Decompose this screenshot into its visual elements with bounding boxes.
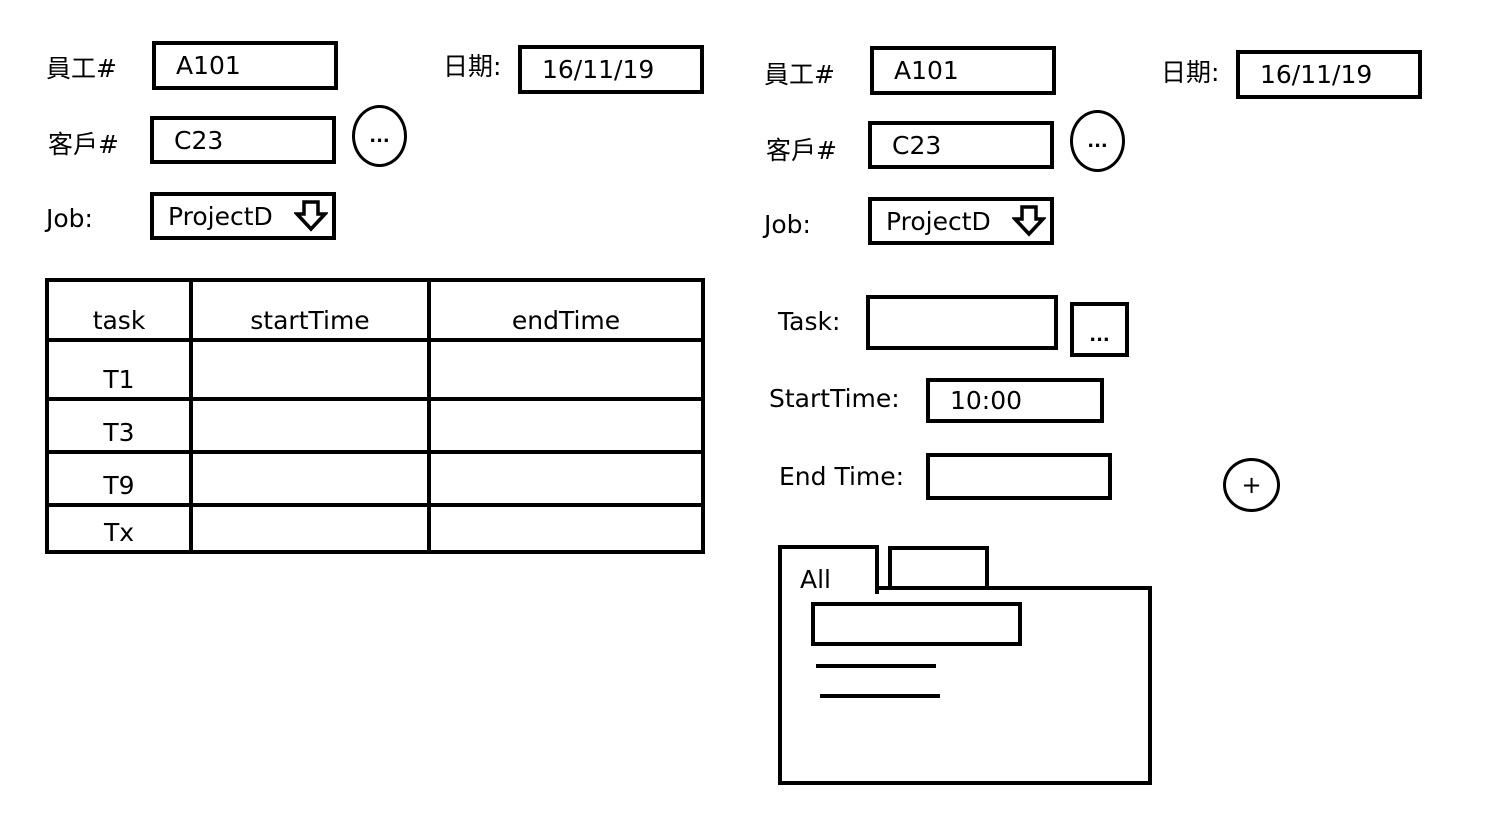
table-row-start-time[interactable] xyxy=(193,401,431,454)
table-row-task[interactable]: Tx xyxy=(49,507,193,550)
list-item[interactable] xyxy=(820,694,940,698)
tab-all[interactable]: All xyxy=(778,545,879,594)
task-field[interactable] xyxy=(866,295,1058,350)
table-row-start-time[interactable] xyxy=(193,342,431,401)
employee-label: 員工# xyxy=(46,54,117,83)
employee-label-right: 員工# xyxy=(764,60,835,89)
job-select-value-right: ProjectD xyxy=(886,206,991,236)
customer-field[interactable]: C23 xyxy=(150,116,336,164)
table-row-end-time[interactable] xyxy=(431,507,701,550)
task-label: Task: xyxy=(778,307,841,336)
task-table: task startTime endTime T1 T3 T9 Tx xyxy=(45,278,705,554)
end-time-field[interactable] xyxy=(926,453,1112,500)
table-row-task[interactable]: T9 xyxy=(49,454,193,507)
table-row-end-time[interactable] xyxy=(431,342,701,401)
table-row-task[interactable]: T1 xyxy=(49,342,193,401)
job-label-right: Job: xyxy=(764,210,811,239)
job-select[interactable]: ProjectD xyxy=(150,192,336,240)
arrow-down-icon xyxy=(1012,205,1046,237)
table-row-start-time[interactable] xyxy=(193,454,431,507)
customer-label: 客戶# xyxy=(48,130,119,159)
customer-label-right: 客戶# xyxy=(766,136,837,165)
job-label: Job: xyxy=(46,204,93,233)
header-task: task xyxy=(49,282,193,342)
header-end-time: endTime xyxy=(431,282,701,342)
list-item[interactable] xyxy=(816,664,936,668)
date-label: 日期: xyxy=(443,52,502,81)
date-label-right: 日期: xyxy=(1161,58,1220,87)
end-time-label: End Time: xyxy=(779,462,905,491)
add-button[interactable]: + xyxy=(1223,458,1280,512)
header-start-time: startTime xyxy=(193,282,431,342)
job-select-right[interactable]: ProjectD xyxy=(868,197,1054,245)
arrow-down-icon xyxy=(294,200,328,232)
table-row-end-time[interactable] xyxy=(431,454,701,507)
customer-lookup-button-right[interactable]: ... xyxy=(1070,110,1125,172)
task-lookup-button[interactable]: ... xyxy=(1070,302,1129,357)
employee-field[interactable]: A101 xyxy=(152,41,338,90)
employee-field-right[interactable]: A101 xyxy=(870,46,1056,95)
panel-input-field[interactable] xyxy=(811,602,1022,646)
date-field[interactable]: 16/11/19 xyxy=(518,45,704,94)
start-time-label: StartTime: xyxy=(769,384,900,413)
table-row-end-time[interactable] xyxy=(431,401,701,454)
table-row-start-time[interactable] xyxy=(193,507,431,550)
start-time-field[interactable]: 10:00 xyxy=(926,378,1104,423)
customer-lookup-button[interactable]: ... xyxy=(352,105,407,167)
table-row-task[interactable]: T3 xyxy=(49,401,193,454)
customer-field-right[interactable]: C23 xyxy=(868,121,1054,169)
tab-second[interactable] xyxy=(888,546,989,590)
job-select-value: ProjectD xyxy=(168,201,273,231)
date-field-right[interactable]: 16/11/19 xyxy=(1236,50,1422,99)
